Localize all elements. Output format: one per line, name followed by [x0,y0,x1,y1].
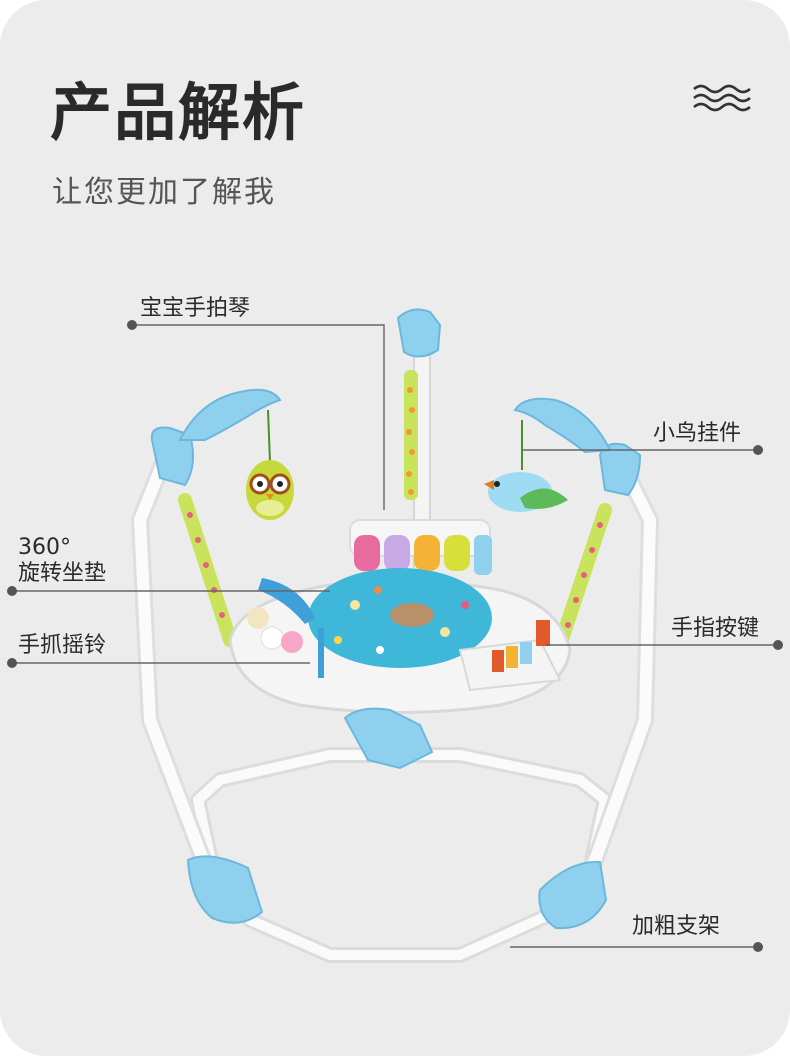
callout-bird: 小鸟挂件 [653,421,742,446]
baby-piano [349,519,492,575]
callout-seat: 旋转坐垫 [18,561,107,586]
callout-keys: 手指按键 [671,616,760,641]
callout-piano: 宝宝手拍琴 [140,296,251,321]
callout-rattle: 手抓摇铃 [18,633,107,658]
finger-keys [458,620,562,692]
owl-toy [246,460,294,520]
page-subtitle: 让您更加了解我 [52,175,276,210]
wave-lines-icon [693,84,751,112]
callout-frame: 加粗支架 [632,914,721,939]
bird-toy [484,472,568,512]
rotating-seat [308,568,492,668]
page-title: 产品解析 [50,76,307,149]
rattle-toys [247,578,324,678]
callout-seat-degree: 360° [18,535,71,560]
